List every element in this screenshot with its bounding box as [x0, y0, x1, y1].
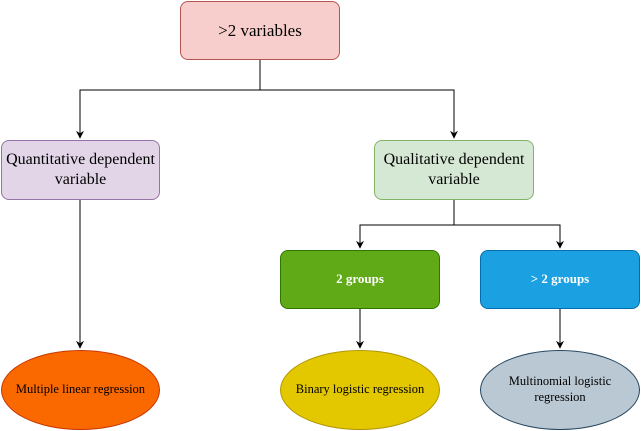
edge-root-to-quantitative [76, 60, 261, 139]
node-label: Binary logistic regression [295, 382, 425, 397]
node-label: Qualitative dependent variable [383, 151, 525, 188]
edge-qualitative-to-more-groups [454, 224, 564, 249]
node-two-groups: 2 groups [280, 250, 440, 309]
node-label: Multinomial logistic regression [508, 374, 612, 404]
node-label: >2 variables [218, 20, 302, 40]
node-label: 2 groups [336, 271, 384, 287]
node-binary-logistic-regression: Binary logistic regression [280, 350, 440, 430]
node-multiple-linear-regression: Multiple linear regression [1, 350, 160, 430]
node-label: > 2 groups [530, 271, 590, 287]
node-more-than-two-groups: > 2 groups [480, 250, 640, 309]
edge-root-to-qualitative [260, 89, 458, 139]
node-quantitative-dependent-variable: Quantitative dependent variable [1, 140, 160, 200]
node-multinomial-logistic-regression: Multinomial logistic regression [480, 350, 640, 430]
edge-qualitative-to-two-groups [356, 200, 455, 249]
node-label: Quantitative dependent variable [6, 151, 155, 188]
node-label: Multiple linear regression [15, 382, 146, 397]
node-more-than-two-variables: >2 variables [180, 1, 340, 60]
node-qualitative-dependent-variable: Qualitative dependent variable [374, 140, 534, 200]
